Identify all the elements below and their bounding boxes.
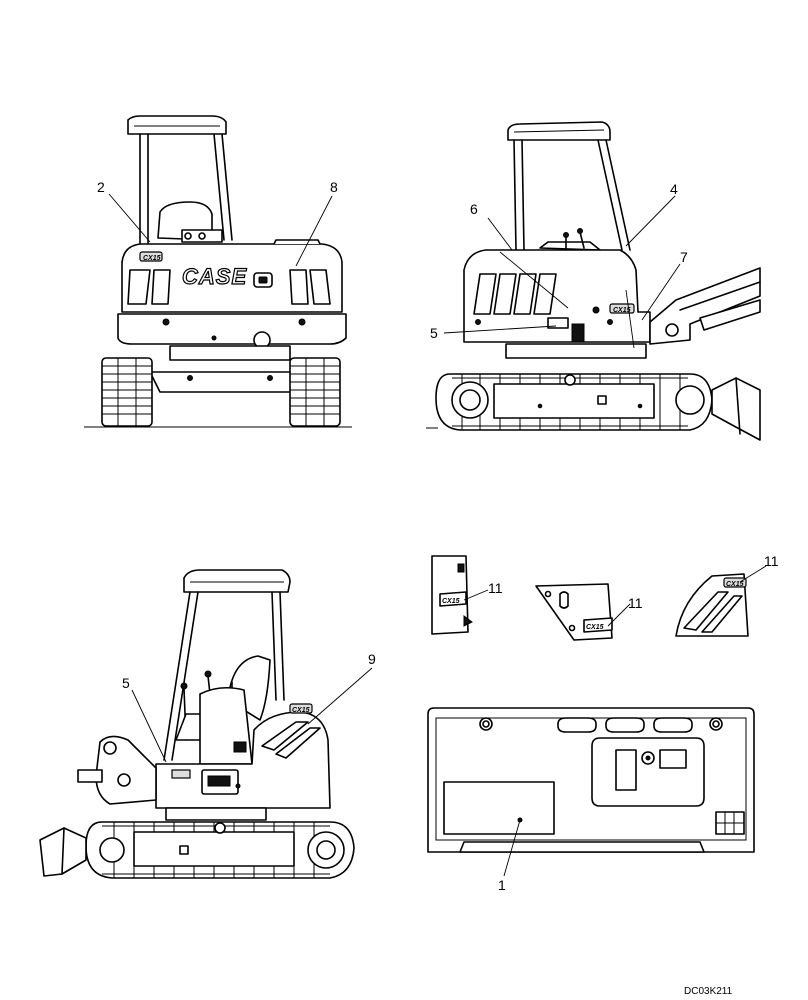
callout-4: 4 [670,181,678,197]
side-view-excavator: CX15 6 4 [426,121,761,441]
callout-1: 1 [498,877,506,893]
callout-9: 9 [368,651,376,667]
side-model-badge: CX15 [613,307,631,314]
callout-8: 8 [330,179,338,195]
detail-side-panel-left: CX15 11 [431,555,503,635]
detail-side-panel-center: CX15 11 [535,583,643,641]
callout-11-a: 11 [488,580,503,596]
detail-hood-plate: 1 [427,707,755,893]
callout-6: 6 [470,201,478,217]
panel-left-badge: CX15 [442,598,460,605]
callout-5-right: 5 [122,675,130,691]
corner-panel-badge: CX15 [726,581,744,588]
callout-11-b: 11 [628,595,643,611]
rear-case-logo: CASE [182,264,247,289]
right-model-badge: CX15 [292,707,310,714]
panel-center-badge: CX15 [586,624,604,631]
right-side-view-excavator: CX15 5 9 [39,569,376,879]
callout-5-side: 5 [430,325,438,341]
detail-corner-panel: CX15 11 [675,553,779,637]
callout-7: 7 [680,249,688,265]
callout-11-c: 11 [764,553,779,569]
callout-2: 2 [97,179,105,195]
rear-model-badge: CX15 [143,255,161,262]
drawing-code: DC03K211 [684,986,733,997]
rear-view-excavator: CX15 CASE 2 8 [84,115,352,428]
